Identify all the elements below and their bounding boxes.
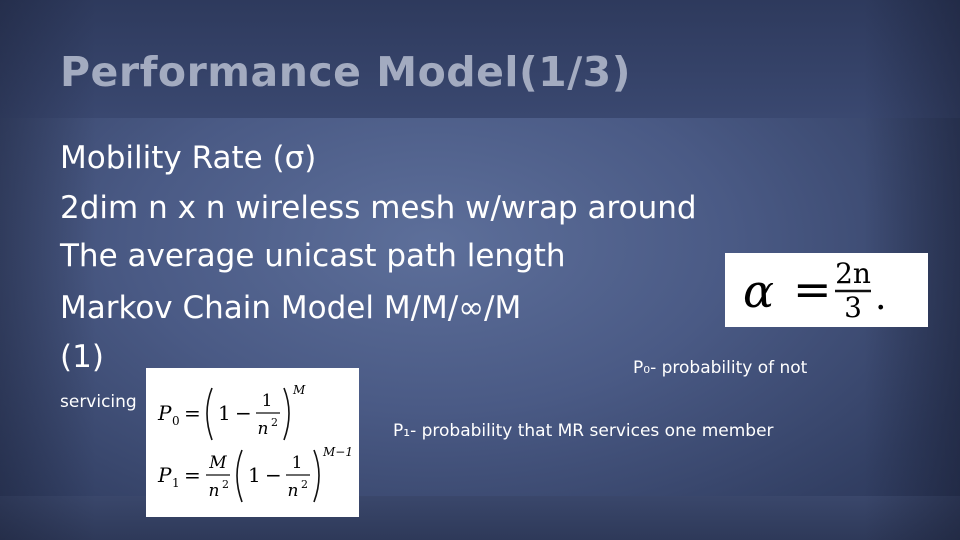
alpha-denominator: 3	[844, 291, 862, 324]
p0-exponent: M	[292, 383, 306, 397]
p1-description: P₁- probability that MR services one mem…	[393, 421, 774, 441]
alpha-formula: α = 2n 3 .	[725, 253, 928, 327]
p1-exponent: M−1	[322, 445, 353, 459]
line-path-length: The average unicast path length	[60, 238, 566, 274]
p0-left-paren	[206, 387, 213, 441]
title-band	[0, 0, 960, 118]
p0-frac-den-exponent: 2	[271, 416, 278, 429]
line-equation-number: (1)	[60, 339, 104, 375]
line-markov-chain: Markov Chain Model M/M/∞/M	[60, 290, 522, 326]
p1-frac-numerator: 1	[292, 453, 303, 473]
p1-one: 1	[248, 463, 261, 487]
alpha-numerator: 2n	[835, 257, 871, 290]
p1-coef-denominator: n	[209, 481, 220, 501]
alpha-equals: =	[793, 262, 832, 316]
p0-subscript: 0	[172, 414, 180, 428]
servicing-text: servicing	[60, 392, 137, 412]
p1-coef-den-exponent: 2	[222, 478, 229, 491]
p0-minus: −	[235, 401, 252, 425]
alpha-period: .	[875, 277, 886, 318]
line-mesh: 2dim n x n wireless mesh w/wrap around	[60, 190, 697, 226]
p0-description: P₀- probability of not	[633, 358, 808, 378]
p1-minus: −	[265, 463, 282, 487]
p1-left-paren	[236, 449, 243, 503]
p0-equals: =	[184, 401, 201, 425]
slide-title: Performance Model(1/3)	[60, 48, 631, 96]
p0-lhs: P	[157, 401, 172, 425]
bottom-band	[0, 496, 960, 540]
p0-frac-denominator: n	[258, 419, 269, 439]
p0-frac-numerator: 1	[262, 391, 273, 411]
p1-equals: =	[184, 463, 201, 487]
p1-subscript: 1	[172, 476, 180, 490]
alpha-formula-svg: α = 2n 3 .	[743, 257, 886, 324]
p1-right-paren	[313, 449, 320, 503]
probability-formulas-svg: P 0 = 1 − 1 n 2 M P 1 = M n 2 1 − 1 n 2 …	[157, 383, 353, 503]
p1-frac-den-exponent: 2	[301, 478, 308, 491]
p0-one: 1	[218, 401, 231, 425]
probability-formulas: P 0 = 1 − 1 n 2 M P 1 = M n 2 1 − 1 n 2 …	[146, 368, 359, 517]
p1-lhs: P	[157, 463, 172, 487]
p1-frac-denominator: n	[288, 481, 299, 501]
line-mobility-rate: Mobility Rate (σ)	[60, 140, 317, 176]
p1-coef-numerator: M	[208, 453, 227, 473]
p0-right-paren	[283, 387, 290, 441]
alpha-symbol: α	[743, 264, 774, 318]
